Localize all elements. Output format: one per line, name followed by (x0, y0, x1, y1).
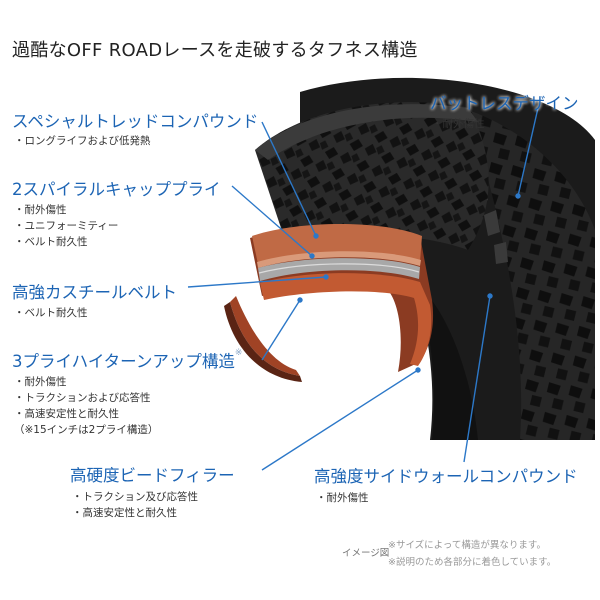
label-buttress-design: バットレスデザイン (430, 94, 579, 113)
bullet-item: ロングライフおよび低発熱 (14, 133, 151, 149)
bullets-bead-filler: トラクション及び応答性 高速安定性と耐久性 (72, 489, 199, 521)
bullets-spiral-cap-ply: 耐外傷性 ユニフォーミティー ベルト耐久性 (14, 202, 119, 250)
bullet-item: ユニフォーミティー (14, 218, 119, 234)
bullet-note: （※15インチは2プライ構造） (14, 424, 159, 436)
image-label: イメージ図 (342, 548, 390, 559)
bullets-steel-belt: ベルト耐久性 (14, 305, 88, 321)
bullet-item: 耐外傷性 (14, 374, 158, 390)
label-spiral-cap-ply: 2スパイラルキャッププライ (12, 180, 221, 199)
bullet-item: トラクション及び応答性 (72, 489, 199, 505)
section-belt-shine (258, 263, 420, 274)
footnote-mark: ※ (234, 348, 243, 358)
bullet-item: 高速安定性と耐久性 (72, 505, 198, 521)
bullet-item: 耐外傷性 (14, 202, 118, 218)
label-steel-belt: 高強カスチールベルト (12, 283, 177, 302)
footnote: ※説明のため各部分に着色しています。 (388, 557, 557, 568)
bullet-item: ベルト耐久性 (14, 305, 88, 321)
label-text: 3プライハイターンアップ構造 (12, 352, 235, 371)
label-sidewall-compound: 高強度サイドウォールコンパウンド (314, 467, 578, 486)
bullet-item: 高速安定性と耐久性 (14, 406, 158, 422)
section-steel-belt (258, 258, 420, 281)
label-high-turnup-structure: 3プライハイターンアップ構造※ (12, 348, 242, 372)
section-cap-ply (257, 251, 421, 268)
bullets-special-tread-compound: ロングライフおよび低発熱 (14, 133, 151, 149)
section-carcass-ply (260, 273, 432, 366)
section-sidewall-cut (230, 296, 300, 376)
bullet-item: トラクションおよび応答性 (14, 390, 158, 406)
label-special-tread-compound: スペシャルトレッドコンパウンド (12, 112, 259, 131)
leader-lines (187, 107, 539, 471)
tire-tread-right (468, 110, 595, 440)
footnote: ※サイズによって構造が異なります。 (388, 540, 546, 551)
bullet-item: ベルト耐久性 (14, 234, 118, 250)
bullets-sidewall-compound: 耐外傷性 (316, 490, 369, 506)
tire-tread-top (255, 102, 489, 250)
bullets-buttress-design: 耐外傷性 (432, 116, 485, 132)
page-title: 過酷なOFF ROADレースを走破するタフネス構造 (12, 40, 418, 61)
bullet-item: 耐外傷性 (432, 116, 485, 132)
label-bead-filler: 高硬度ビードフィラー (70, 466, 235, 485)
bullets-high-turnup-structure: 耐外傷性 トラクションおよび応答性 高速安定性と耐久性 （※15インチは2プライ… (14, 374, 158, 438)
footnotes: ※サイズによって構造が異なります。 ※説明のため各部分に着色しています。 (388, 537, 556, 571)
bullet-item: 耐外傷性 (316, 490, 369, 506)
